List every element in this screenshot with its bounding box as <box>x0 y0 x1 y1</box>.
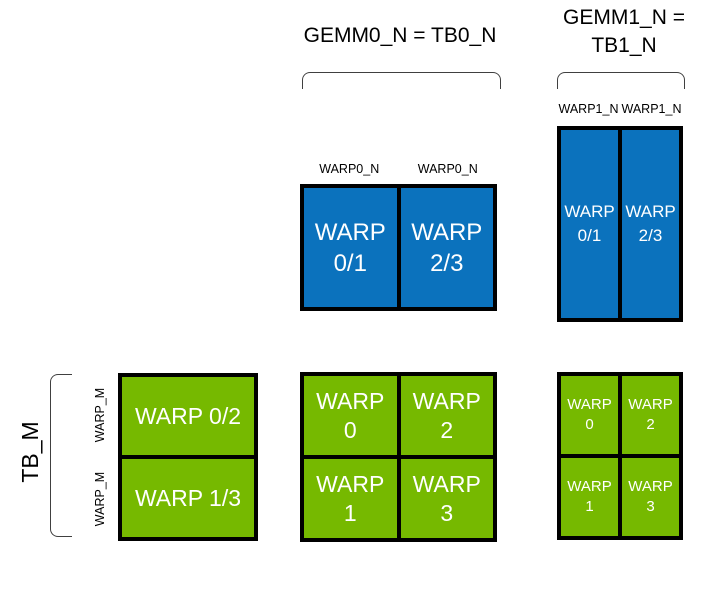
warp-tile-text: WARP <box>567 478 612 495</box>
warp-tile-text: 1 <box>585 498 594 515</box>
gemm1-warp-tile-grid: WARP 0/1 WARP 2/3 <box>557 126 683 322</box>
warp-tile-text: WARP <box>412 470 481 497</box>
warp-tile-text: 1 <box>343 499 357 526</box>
gemm1-n-header: GEMM1_N = TB1_N <box>550 4 698 60</box>
gemm1-n-header-line2: TB1_N <box>591 34 657 57</box>
warp-tile-text: WARP <box>316 387 385 414</box>
warp-m-label-top: WARP_M <box>93 387 107 443</box>
gemm0-warp-tile-grid: WARP 0/1 WARP 2/3 <box>300 184 497 311</box>
warp-m-label-bottom: WARP_M <box>93 471 107 527</box>
warp-tile-text: WARP <box>412 387 481 414</box>
warp-tile-text: 3 <box>440 499 454 526</box>
warp-tile-text: 2/3 <box>638 226 663 245</box>
warp-tile-text: WARP <box>567 396 612 413</box>
warp0-n-label-right: WARP0_N <box>417 162 478 176</box>
gemm1-n-bracket <box>557 72 685 89</box>
warp-tile-text: WARP <box>411 218 483 246</box>
warp-tile-text: 3 <box>646 498 655 515</box>
gemm0-accum-tile-grid: WARP 0 WARP 2 WARP 1 WARP 3 <box>300 372 497 542</box>
gemm1-warp-tile-01: WARP 0/1 <box>561 130 618 318</box>
warp-tile-text: WARP 0/2 <box>134 402 242 429</box>
warp-tile-text: WARP <box>564 202 615 221</box>
warp-tile-text: WARP <box>316 470 385 497</box>
tb-m-bracket <box>50 374 72 537</box>
gemm1-accum-tile-grid: WARP 0 WARP 2 WARP 1 WARP 3 <box>557 372 683 540</box>
warp1-n-label-right: WARP1_N <box>621 102 682 116</box>
gemm0-warp-tile-23: WARP 2/3 <box>400 188 493 307</box>
tb-m-tile-02: WARP 0/2 <box>122 377 254 455</box>
gemm0-accum-tile-2: WARP 2 <box>400 376 493 455</box>
gemm1-warp-tile-23: WARP 2/3 <box>622 130 679 318</box>
gemm0-warp-tile-01: WARP 0/1 <box>304 188 397 307</box>
warp0-n-labels: WARP0_N WARP0_N <box>300 162 497 176</box>
warp0-n-label-left: WARP0_N <box>319 162 380 176</box>
tb-m-tile-13: WARP 1/3 <box>122 459 254 537</box>
warp1-n-label-left: WARP1_N <box>558 102 619 116</box>
gemm0-accum-tile-1: WARP 1 <box>304 459 397 538</box>
warp-tile-text: 2/3 <box>430 249 464 277</box>
gemm1-accum-tile-3: WARP 3 <box>622 458 679 536</box>
gemm1-accum-tile-2: WARP 2 <box>622 376 679 454</box>
gemm0-n-bracket <box>302 72 501 89</box>
gemm0-n-header: GEMM0_N = TB0_N <box>303 24 497 47</box>
gemm1-n-header-line1: GEMM1_N = <box>563 6 685 29</box>
tb-m-tile-grid: WARP 0/2 WARP 1/3 <box>118 373 258 541</box>
warp-tile-text: WARP 1/3 <box>134 484 242 511</box>
warp-tile-text: 2 <box>646 416 655 433</box>
gemm1-accum-tile-1: WARP 1 <box>561 458 618 536</box>
warp-tile-text: 0 <box>343 416 357 443</box>
warp-tile-text: 0/1 <box>577 226 602 245</box>
warp-tile-text: WARP <box>625 202 676 221</box>
warp1-n-labels: WARP1_N WARP1_N <box>557 102 683 116</box>
warp-tile-text: WARP <box>628 396 673 413</box>
warp-tile-text: WARP <box>314 218 386 246</box>
warp-tile-text: 0/1 <box>333 249 367 277</box>
warp-tile-text: 0 <box>585 416 594 433</box>
warp-tile-text: WARP <box>628 478 673 495</box>
gemm0-accum-tile-0: WARP 0 <box>304 376 397 455</box>
warp-tile-text: 2 <box>440 416 454 443</box>
tb-m-label: TB_M <box>17 421 43 483</box>
gemm0-accum-tile-3: WARP 3 <box>400 459 493 538</box>
gemm1-accum-tile-0: WARP 0 <box>561 376 618 454</box>
